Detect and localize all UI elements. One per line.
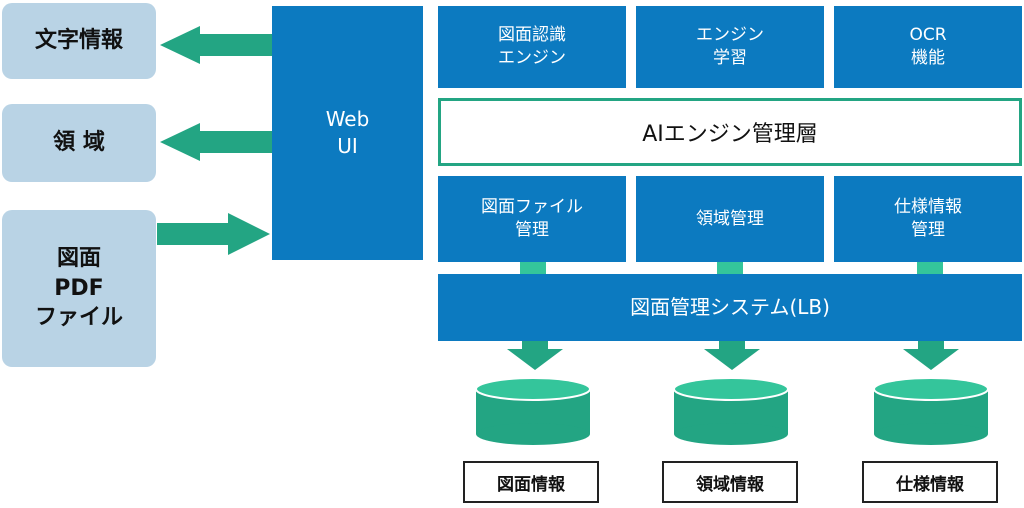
- arrow-down-spec-db: [903, 341, 959, 370]
- db-label-drawing-info: 図面情報: [463, 461, 599, 503]
- source-text-info: 文字情報: [2, 3, 156, 79]
- arrow-down-drawing-db: [507, 341, 563, 370]
- connector-region-mgmt: [717, 262, 743, 274]
- engine-ocr: OCR 機能: [834, 6, 1022, 88]
- arrow-left-region: [160, 123, 272, 161]
- module-spec-info-mgmt: 仕様情報 管理: [834, 176, 1022, 262]
- database-cylinder-spec: [873, 377, 989, 445]
- arrow-down-region-db: [704, 341, 760, 370]
- arrow-right-pdf: [157, 213, 270, 255]
- source-pdf-file: 図面 PDF ファイル: [2, 210, 156, 367]
- db-label-spec-info: 仕様情報: [862, 461, 998, 503]
- arrow-left-text-info: [160, 26, 272, 64]
- database-cylinder-drawing: [475, 377, 591, 445]
- module-region-mgmt: 領域管理: [636, 176, 824, 262]
- connector-drawing-file: [520, 262, 546, 274]
- engine-drawing-recognition: 図面認識 エンジン: [438, 6, 626, 88]
- source-region: 領 域: [2, 104, 156, 182]
- drawing-management-system: 図面管理システム(LB): [438, 274, 1022, 341]
- db-label-region-info: 領域情報: [662, 461, 798, 503]
- web-ui-box: Web UI: [272, 6, 423, 260]
- database-cylinder-region: [673, 377, 789, 445]
- engine-learning: エンジン 学習: [636, 6, 824, 88]
- connector-spec-mgmt: [917, 262, 943, 274]
- module-drawing-file-mgmt: 図面ファイル 管理: [438, 176, 626, 262]
- ai-engine-layer: AIエンジン管理層: [438, 98, 1022, 166]
